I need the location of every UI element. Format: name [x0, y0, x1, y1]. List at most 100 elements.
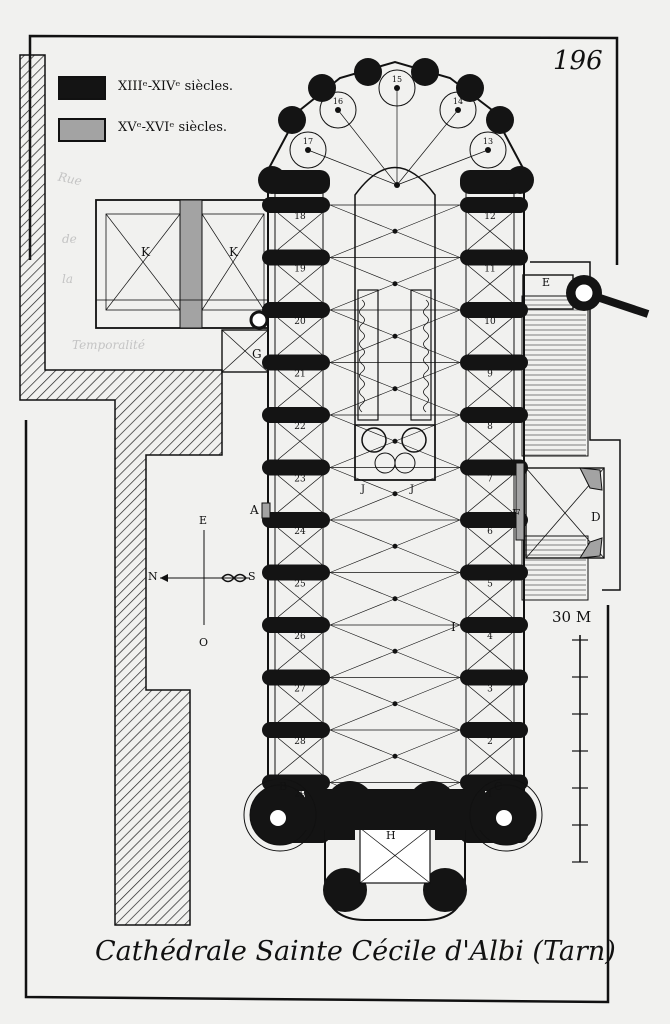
- apse-chapel: [319, 91, 357, 129]
- apse-buttress: [456, 74, 484, 102]
- buttress-right: [460, 407, 528, 423]
- bay-number-right: 1: [487, 790, 493, 800]
- letter-f: F: [512, 507, 521, 521]
- bay-number-left: 21: [294, 370, 305, 380]
- aisle-left: [274, 184, 324, 786]
- buttress-right: [460, 617, 528, 633]
- aisle-right: [465, 184, 515, 786]
- letter-d: D: [591, 510, 601, 524]
- apse-number: 15: [392, 75, 402, 84]
- apse-chapel: [469, 131, 507, 169]
- buttress-right: [460, 197, 528, 213]
- letter-j2: J: [410, 484, 415, 495]
- apse-buttress: [486, 106, 514, 134]
- bay-number-left: 27: [294, 685, 306, 695]
- letter-b: B: [279, 780, 288, 793]
- letter-c: C: [494, 780, 503, 793]
- page-number: 196: [553, 46, 603, 76]
- scale-bar: [572, 635, 588, 863]
- buttress-left: [262, 249, 330, 266]
- stairs-east-lower: [521, 535, 589, 601]
- bay-number-right: 10: [484, 317, 496, 327]
- letter-j1: J: [361, 484, 366, 495]
- apse-buttress: [354, 58, 382, 86]
- buttress-left: [262, 354, 330, 371]
- buttress-left: [262, 302, 330, 318]
- bay-number-left: 22: [294, 422, 305, 432]
- street-label-2: de: [62, 232, 77, 246]
- buttress-left: [262, 564, 330, 581]
- apse-buttress: [411, 58, 439, 86]
- apse-number: 14: [453, 97, 463, 106]
- compass-rose: [160, 530, 250, 625]
- legend-swatch-1: [58, 76, 106, 100]
- bay-number-right: 6: [487, 527, 493, 537]
- porch-d: [525, 467, 605, 559]
- buttress-right: [460, 564, 528, 581]
- apse-number: 17: [303, 137, 313, 146]
- buttress-left: [262, 512, 330, 528]
- jube: [354, 424, 436, 481]
- bay-number-right: 5: [487, 580, 493, 590]
- bay-number-right: 12: [484, 212, 495, 222]
- bay-number-left: 18: [294, 212, 306, 222]
- buttress-left: [262, 407, 330, 423]
- bay-number-left: 26: [294, 632, 306, 642]
- letter-g: G: [252, 347, 262, 361]
- buttress-right: [460, 459, 528, 476]
- letter-k2: K: [229, 245, 238, 259]
- bay-number-left: 20: [294, 317, 306, 327]
- bay-number-left: 23: [294, 475, 306, 485]
- apse-buttress: [278, 106, 306, 134]
- buttress-right: [460, 722, 528, 738]
- bay-number-right: 9: [487, 370, 493, 380]
- buttress-left: [262, 459, 330, 476]
- buttress-right: [460, 669, 528, 686]
- buttress-right: [460, 354, 528, 371]
- letter-e: E: [542, 276, 551, 289]
- bay-number-left: 19: [294, 265, 306, 275]
- bay-number-left: 28: [294, 737, 306, 747]
- bay-number-right: 4: [487, 632, 493, 642]
- buttress-right: [460, 512, 528, 528]
- stalls-right: [410, 289, 432, 421]
- street-label-4: Temporalité: [72, 338, 145, 352]
- letter-h: H: [386, 829, 396, 842]
- apse-number: 16: [333, 97, 343, 106]
- apse-buttress: [506, 166, 534, 194]
- bay-number-right: 11: [484, 265, 495, 275]
- choir-screen: [354, 166, 436, 481]
- drawing-title: Cathédrale Sainte Cécile d'Albi (Tarn): [95, 936, 616, 967]
- compass-o: O: [199, 636, 209, 649]
- street-label-3: la: [62, 272, 73, 286]
- compass-n: N: [148, 570, 158, 583]
- hatched-street-top: [19, 54, 223, 926]
- buttress-left: [262, 669, 330, 686]
- bay-number-left: 25: [294, 580, 306, 590]
- buttress-left: [262, 197, 330, 213]
- bay-number-right: 2: [487, 737, 493, 747]
- bay-number-right: 3: [487, 685, 493, 695]
- legend-label-2: XVᵉ-XVIᵉ siècles.: [118, 120, 228, 135]
- bay-number-left: 29: [294, 790, 306, 800]
- buttress-right: [460, 249, 528, 266]
- buttress-right: [460, 302, 528, 318]
- legend-swatch-2: [58, 118, 106, 142]
- bay-number-right: 8: [487, 422, 493, 432]
- bay-number-right: 7: [487, 475, 493, 485]
- apse-chapel: [289, 131, 327, 169]
- street-lines-right: [530, 261, 621, 591]
- buttress-left: [262, 722, 330, 738]
- letter-k1: K: [141, 245, 150, 259]
- apse-buttress: [258, 166, 286, 194]
- bay-number-left: 24: [294, 527, 306, 537]
- compass-e: E: [199, 514, 208, 527]
- stairs-east: [521, 295, 589, 457]
- apse-buttress: [308, 74, 336, 102]
- scale-label: 30 M: [552, 608, 592, 626]
- buttress-left: [262, 617, 330, 633]
- stalls-left: [357, 289, 379, 421]
- letter-i: I: [451, 620, 456, 634]
- letter-a: A: [250, 503, 259, 517]
